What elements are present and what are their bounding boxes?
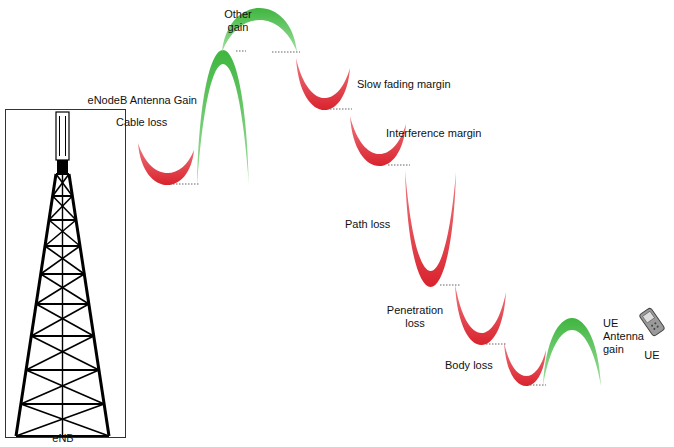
site-label: eNB <box>45 432 81 445</box>
loss-label: Cable loss <box>116 116 167 129</box>
tower <box>16 112 109 436</box>
tower-brace <box>16 404 104 436</box>
mast <box>57 160 68 174</box>
loss-label: Penetration loss <box>380 304 450 330</box>
gain-loss-shapes <box>138 8 601 386</box>
body-loss-shape <box>504 342 546 386</box>
level-line <box>170 183 199 184</box>
loss-label: Body loss <box>445 359 493 372</box>
path-loss-shape <box>405 170 456 287</box>
tower-brace <box>49 220 80 246</box>
tower-brace <box>56 174 72 196</box>
tower-brace <box>26 336 94 370</box>
level-line <box>330 108 352 109</box>
tower-brace <box>45 220 76 246</box>
tower-brace <box>53 196 76 220</box>
slow-fading-shape <box>296 58 350 110</box>
margin-label: Interference margin <box>386 127 481 140</box>
tower-core <box>62 174 63 436</box>
tower-brace <box>41 246 80 274</box>
level-line <box>440 284 460 285</box>
tower-brace <box>53 174 69 196</box>
tower-brace <box>49 196 72 220</box>
gain-label: Other gain <box>216 8 260 34</box>
antenna <box>56 112 69 160</box>
enodeb-gain-shape <box>197 50 249 186</box>
tower-brace <box>31 304 89 336</box>
penetration-loss-shape <box>455 284 506 345</box>
cable-loss-shape <box>138 143 194 185</box>
level-line <box>272 51 300 52</box>
interference-shape <box>350 116 406 166</box>
tower-brace <box>21 370 99 404</box>
level-line <box>486 343 507 344</box>
tower-brace <box>45 246 84 274</box>
loss-label: Path loss <box>345 218 390 231</box>
margin-label: Slow fading margin <box>357 78 451 91</box>
antenna-element <box>65 116 66 156</box>
gain-label: eNodeB Antenna Gain <box>88 94 197 107</box>
tower-brace <box>41 274 89 304</box>
tower-brace <box>26 370 104 404</box>
level-line <box>530 384 546 385</box>
level-line <box>388 164 410 165</box>
level-line <box>236 50 246 51</box>
tower-brace <box>36 304 94 336</box>
tower-brace <box>31 336 99 370</box>
antenna-element <box>59 116 60 156</box>
level-lines <box>170 51 546 385</box>
device-label: UE <box>640 349 664 362</box>
ue-gain-shape <box>543 318 601 386</box>
tower-frame <box>6 110 126 438</box>
tower-brace <box>36 274 84 304</box>
tower-brace <box>21 404 109 436</box>
